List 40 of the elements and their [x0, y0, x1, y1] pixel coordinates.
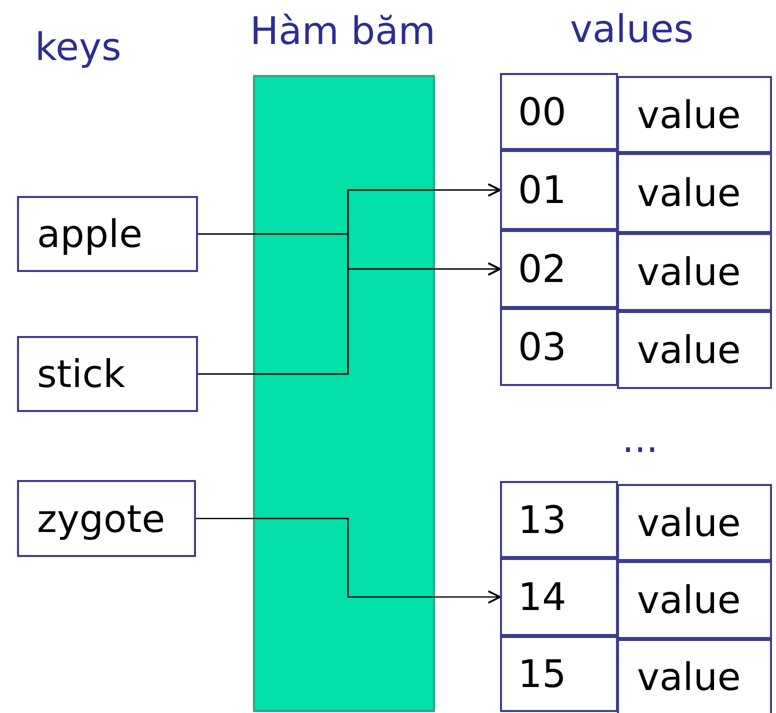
index-text: 00 — [518, 92, 566, 130]
index-text: 02 — [518, 250, 566, 288]
column-heading: values — [570, 10, 694, 48]
index-text: 03 — [518, 328, 566, 366]
value-cell — [617, 233, 772, 311]
index-text: 01 — [518, 171, 566, 209]
index-text: 14 — [518, 578, 566, 616]
index-cell — [500, 230, 618, 308]
value-text: value — [637, 253, 741, 291]
ellipsis: ... — [622, 420, 658, 458]
value-cell — [617, 639, 772, 713]
value-cell — [617, 76, 772, 153]
index-cell — [500, 150, 618, 230]
index-text: 15 — [518, 655, 566, 693]
key-box — [17, 336, 198, 412]
connector-arrow — [196, 518, 501, 604]
value-cell — [617, 561, 772, 639]
key-box — [17, 196, 198, 272]
value-cell — [617, 484, 772, 561]
column-heading: Hàm băm — [250, 12, 436, 50]
column-heading: keys — [35, 28, 122, 66]
key-text: zygote — [37, 500, 166, 538]
value-text: value — [637, 96, 741, 134]
key-box — [17, 480, 196, 557]
key-text: stick — [37, 355, 126, 393]
index-cell — [500, 308, 618, 386]
value-cell — [617, 311, 772, 389]
connector-arrow — [198, 262, 501, 375]
value-text: value — [637, 504, 741, 542]
index-cell — [500, 73, 618, 150]
index-text: 13 — [518, 500, 566, 538]
index-cell — [500, 481, 618, 558]
value-cell — [617, 153, 772, 233]
value-text: value — [637, 581, 741, 619]
value-text: value — [637, 331, 741, 369]
index-cell — [500, 636, 618, 712]
value-text: value — [637, 658, 741, 696]
key-text: apple — [37, 215, 142, 253]
index-cell — [500, 558, 618, 636]
value-text: value — [637, 174, 741, 212]
